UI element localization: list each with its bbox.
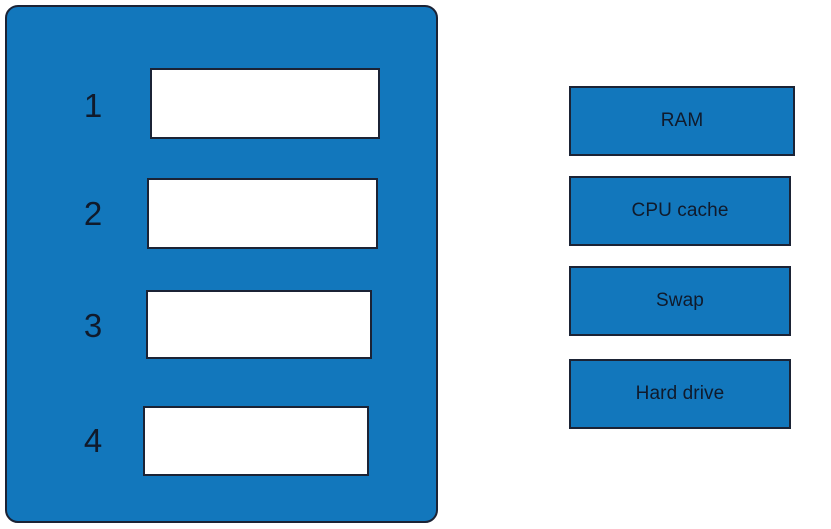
slot-number-3: 3	[83, 307, 103, 344]
drop-panel: 1 2 3 4	[5, 5, 438, 523]
term-tile-hard-drive[interactable]: Hard drive	[569, 359, 791, 429]
slot-number-2: 2	[83, 195, 103, 232]
slot-number-4: 4	[83, 422, 103, 459]
term-tile-swap[interactable]: Swap	[569, 266, 791, 336]
drop-zone-2[interactable]	[147, 178, 378, 249]
term-tile-ram[interactable]: RAM	[569, 86, 795, 156]
slot-number-1: 1	[83, 87, 103, 124]
term-tile-cpu-cache[interactable]: CPU cache	[569, 176, 791, 246]
drop-zone-4[interactable]	[143, 406, 369, 476]
drop-zone-1[interactable]	[150, 68, 380, 139]
drop-zone-3[interactable]	[146, 290, 372, 359]
